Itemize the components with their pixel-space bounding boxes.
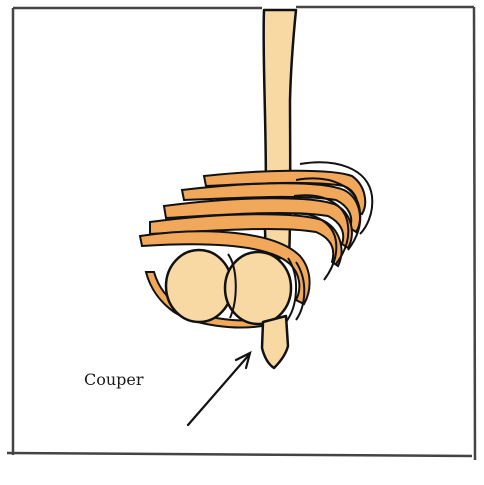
couper-label: Couper bbox=[84, 370, 144, 389]
stick-tip bbox=[262, 316, 288, 368]
arrow-icon bbox=[188, 353, 250, 425]
roll-left bbox=[166, 250, 232, 322]
